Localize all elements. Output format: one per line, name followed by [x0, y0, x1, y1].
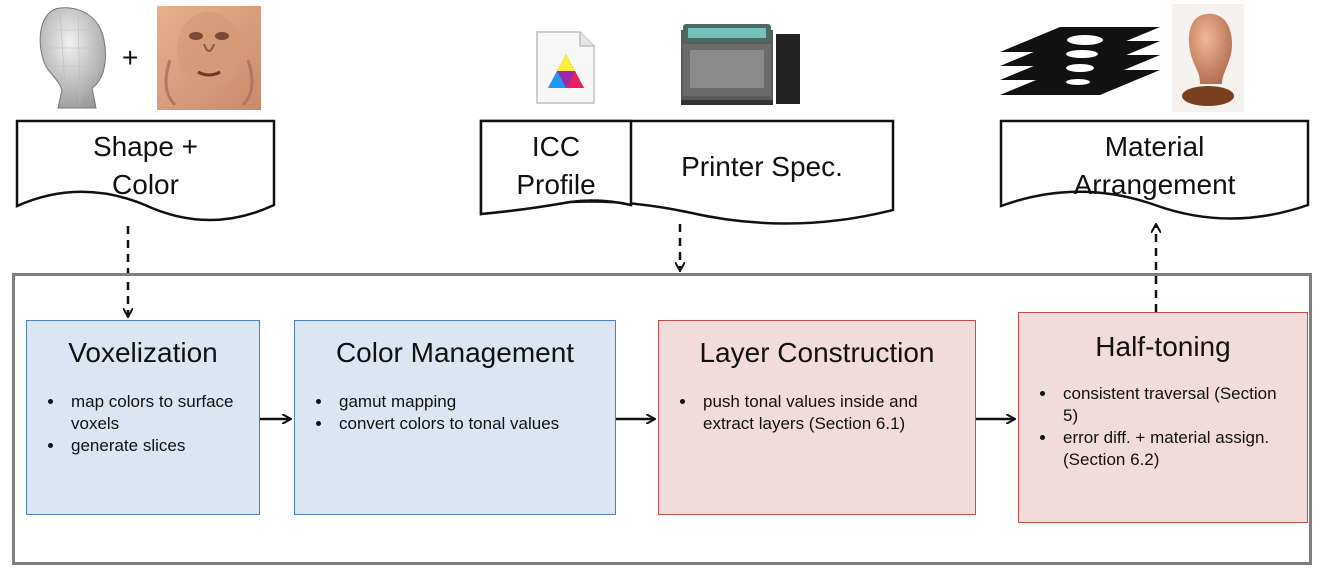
stage-half-toning: Half-toning consistent traversal (Sectio…	[1018, 312, 1308, 523]
stage-bullets: consistent traversal (Section 5) error d…	[1019, 383, 1307, 471]
bullet: error diff. + material assign. (Section …	[1057, 427, 1277, 471]
icc-profile-icon	[536, 31, 595, 104]
output-line1: Material	[1104, 131, 1205, 162]
output-doc-shape	[999, 119, 1310, 220]
stage-title: Layer Construction	[699, 337, 935, 368]
icc-profile-doc: ICC Profile	[481, 128, 631, 204]
plus-sign: +	[122, 42, 139, 73]
head-model-icon	[39, 7, 106, 109]
material-arrangement-doc: Material Arrangement	[1001, 128, 1308, 204]
layer-slices-icon	[1000, 27, 1160, 95]
stage-title: Voxelization	[68, 337, 218, 368]
stage-layer-construction: Layer Construction push tonal values ins…	[658, 320, 976, 515]
stage-voxelization: Voxelization map colors to surface voxel…	[26, 320, 260, 515]
bullet: convert colors to tonal values	[333, 413, 595, 435]
pipeline-frame	[12, 273, 1312, 565]
bullet: gamut mapping	[333, 391, 595, 413]
bullet: consistent traversal (Section 5)	[1057, 383, 1277, 427]
bullet: generate slices	[65, 435, 259, 457]
bullet: map colors to surface voxels	[65, 391, 259, 435]
icc-line2: Profile	[516, 169, 596, 200]
shape-color-doc-shape	[15, 119, 276, 222]
shape-color-doc: Shape + Color	[17, 128, 274, 204]
printed-head-icon	[1172, 4, 1244, 112]
face-texture-icon	[157, 6, 261, 110]
bullet: push tonal values inside and extract lay…	[697, 391, 935, 435]
icc-line1: ICC	[531, 131, 581, 162]
stage-title: Half-toning	[1095, 331, 1231, 362]
printer-spec-doc: Printer Spec.	[631, 148, 893, 186]
stage-bullets: map colors to surface voxels generate sl…	[27, 391, 259, 457]
icc-doc-shape	[479, 119, 633, 216]
stage-bullets: push tonal values inside and extract lay…	[659, 391, 975, 435]
printer-spec-label: Printer Spec.	[681, 151, 843, 182]
stage-title: Color Management	[335, 337, 575, 368]
shape-color-line1: Shape +	[92, 131, 199, 162]
stage-bullets: gamut mapping convert colors to tonal va…	[295, 391, 615, 435]
output-line2: Arrangement	[1073, 169, 1236, 200]
stage-color-management: Color Management gamut mapping convert c…	[294, 320, 616, 515]
3d-printer-icon	[681, 24, 800, 105]
shape-color-line2: Color	[112, 169, 179, 200]
